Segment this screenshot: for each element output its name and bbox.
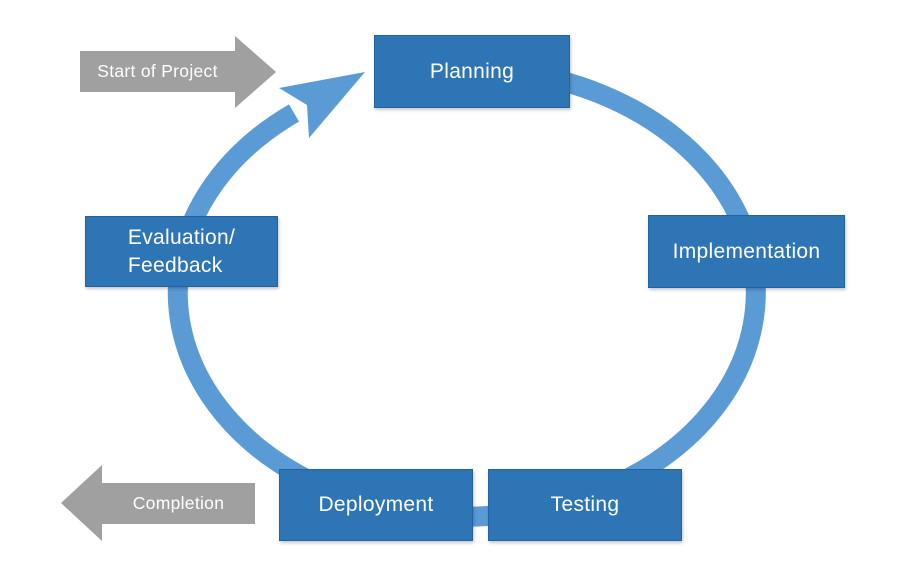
start-arrow-shape xyxy=(80,36,276,108)
node-planning-label: Planning xyxy=(429,59,515,83)
start-arrow-label: Start of Project xyxy=(97,61,218,81)
node-testing: Testing xyxy=(488,469,682,541)
node-implementation-label: Implementation xyxy=(672,239,821,263)
node-deployment-label: Deployment xyxy=(318,493,434,516)
cycle-arrowhead-icon xyxy=(279,72,365,138)
completion-arrow-shape xyxy=(61,465,255,541)
evaluation-line2: Feedback xyxy=(127,253,223,277)
cycle-ring xyxy=(167,58,766,527)
node-planning: Planning xyxy=(374,35,570,108)
completion-arrow-label: Completion xyxy=(132,493,225,513)
node-deployment: Deployment xyxy=(279,469,473,541)
node-evaluation-feedback: Evaluation/ Feedback xyxy=(85,216,278,287)
node-evaluation-feedback-label: Evaluation/ Feedback xyxy=(128,224,235,280)
evaluation-line1: Evaluation/ xyxy=(127,225,236,249)
node-testing-label: Testing xyxy=(550,493,620,516)
node-implementation: Implementation xyxy=(648,215,845,288)
